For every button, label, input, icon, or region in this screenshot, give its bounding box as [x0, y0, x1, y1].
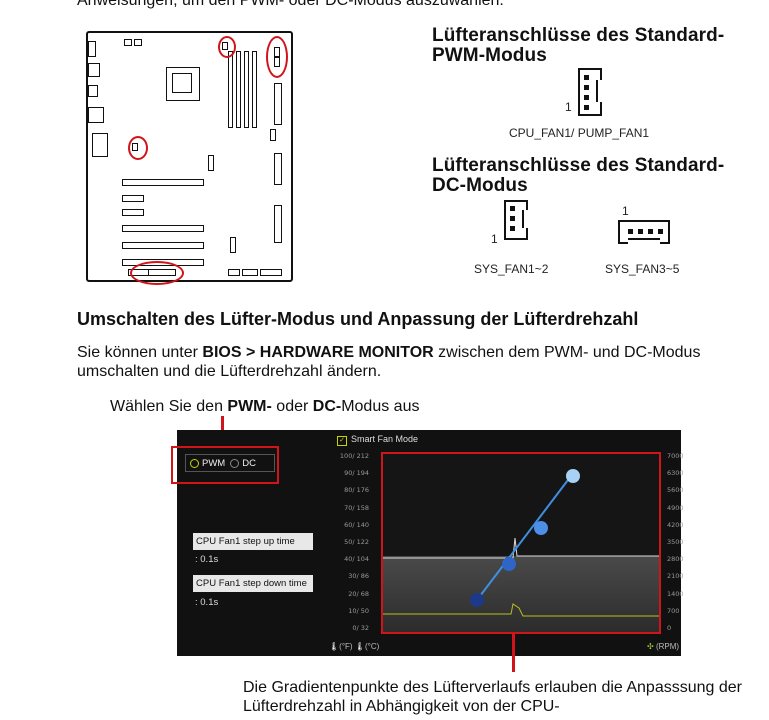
rpm-tick: 4200: [667, 520, 684, 529]
rpm-unit: ✣ (RPM): [647, 642, 680, 651]
mode-toggle[interactable]: PWM DC: [185, 454, 275, 472]
pwm-option[interactable]: PWM: [202, 457, 226, 469]
bios-hardware-monitor-screenshot: PWM DC CPU Fan1 step up time : 0.1s CPU …: [171, 430, 684, 656]
smart-fan-checkbox[interactable]: ✓: [337, 436, 347, 446]
dimm-slot: [236, 51, 241, 128]
dc-radio-icon[interactable]: [230, 458, 240, 468]
io-port: [88, 85, 98, 97]
dc-option[interactable]: DC: [242, 457, 256, 469]
rpm-tick: 6300: [667, 469, 684, 478]
header: [124, 39, 132, 46]
cpu-socket: [166, 67, 200, 101]
fan-header-highlight: [266, 36, 288, 78]
temp-tick: 90/ 194: [344, 469, 369, 478]
dimm-slot: [228, 51, 233, 128]
temp-tick: 0/ 32: [352, 624, 369, 632]
rpm-tick: 2100: [667, 572, 684, 581]
step-up-value[interactable]: : 0.1s: [195, 554, 219, 565]
rpm-tick: 700: [667, 606, 680, 615]
pcie-slot: [122, 209, 144, 216]
dimm-slot: [252, 51, 257, 128]
sata-ports: [274, 205, 282, 243]
bottom-header: [228, 269, 240, 276]
sata-ports: [274, 153, 282, 185]
bottom-header: [242, 269, 258, 276]
dc-connector-icon-vertical: [504, 200, 528, 240]
dc-heading: Lüfteranschlüsse des Standard-DC-Modus: [432, 155, 725, 196]
top-cut-text: Anweisungen, um den PWM- oder DC-Modus a…: [77, 0, 504, 9]
curve-point[interactable]: [502, 557, 516, 571]
temp-tick: 70/ 158: [344, 503, 369, 512]
pwm-connector-label: CPU_FAN1/ PUMP_FAN1: [509, 126, 650, 140]
temp-tick: 10/ 50: [348, 606, 369, 615]
pwm-radio-icon[interactable]: [190, 458, 199, 468]
mode-select-highlight: [171, 446, 279, 484]
thermometer-icon: 🌡: [329, 642, 340, 651]
smart-fan-label: Smart Fan Mode: [351, 434, 419, 444]
fan-curve-svg: [383, 469, 659, 617]
cpu-socket-inner: [172, 73, 192, 93]
body-text: Sie können unter BIOS > HARDWARE MONITOR…: [77, 344, 701, 380]
io-port: [88, 63, 100, 77]
callout-top: Wählen Sie den PWM- oder DC-Modus aus: [110, 398, 420, 415]
temp-tick: 60/ 140: [344, 520, 369, 529]
header: [270, 129, 276, 141]
temp-tick: 50/ 122: [344, 538, 369, 546]
fan-curve-graph[interactable]: [381, 452, 661, 634]
fan-header-highlight: [128, 136, 148, 160]
temp-tick: 40/ 104: [344, 555, 369, 564]
curve-point[interactable]: [566, 469, 580, 483]
rpm-tick: 3500: [667, 538, 684, 546]
thermometer-icon: 🌡: [354, 642, 365, 651]
pwm-connector-icon: [578, 68, 602, 116]
pwm-heading: Lüfteranschlüsse des Standard-PWM-Modus: [432, 25, 725, 66]
temp-tick: 20/ 68: [348, 589, 369, 598]
fan-header-highlight: [218, 36, 236, 58]
audio-port: [92, 133, 108, 157]
rpm-tick: 5600: [667, 486, 684, 495]
rpm-tick: 7000: [667, 452, 684, 460]
rpm-tick: 0: [667, 624, 672, 632]
section-title: Umschalten des Lüfter-Modus und Anpassun…: [77, 309, 639, 329]
pcie-slot: [122, 225, 204, 232]
bottom-header: [260, 269, 282, 276]
curve-point[interactable]: [534, 521, 548, 535]
rpm-tick: 1400: [667, 589, 684, 598]
dc-connector-label-1: SYS_FAN1~2: [474, 262, 549, 276]
header: [208, 155, 214, 171]
pcie-slot: [122, 195, 144, 202]
curve-point[interactable]: [470, 593, 484, 607]
pcie-slot: [122, 179, 204, 186]
unit-toggle[interactable]: 🌡(°F) 🌡(°C): [329, 642, 380, 651]
fan-icon: ✣: [647, 642, 654, 651]
dc-connector-icon-horizontal: [618, 220, 670, 244]
rpm-tick: 4900: [667, 503, 684, 512]
callout-line: [512, 632, 515, 672]
pin-one-label: 1: [491, 232, 498, 246]
rpm-tick: 2800: [667, 555, 684, 564]
fan-header-highlight: [130, 261, 184, 285]
step-down-value[interactable]: : 0.1s: [195, 597, 219, 608]
pcie-slot: [122, 242, 204, 249]
step-up-label: CPU Fan1 step up time: [193, 533, 313, 550]
dimm-slot: [244, 51, 249, 128]
temp-tick: 30/ 86: [348, 572, 369, 581]
pin-one-label: 1: [565, 100, 572, 114]
step-down-label: CPU Fan1 step down time: [193, 575, 313, 592]
header: [134, 39, 142, 46]
io-port: [88, 107, 104, 123]
temp-tick: 100/ 212: [339, 452, 369, 460]
header: [230, 237, 236, 253]
pin-one-label: 1: [622, 204, 629, 218]
temp-tick: 80/ 176: [344, 486, 369, 495]
motherboard-diagram: [86, 31, 293, 282]
temperature-fill: [383, 556, 659, 632]
callout-bottom: Die Gradientenpunkte des Lüfterverlaufs …: [243, 679, 742, 715]
io-port: [88, 41, 96, 57]
atx-power: [274, 83, 282, 125]
dc-connector-label-2: SYS_FAN3~5: [605, 262, 680, 276]
